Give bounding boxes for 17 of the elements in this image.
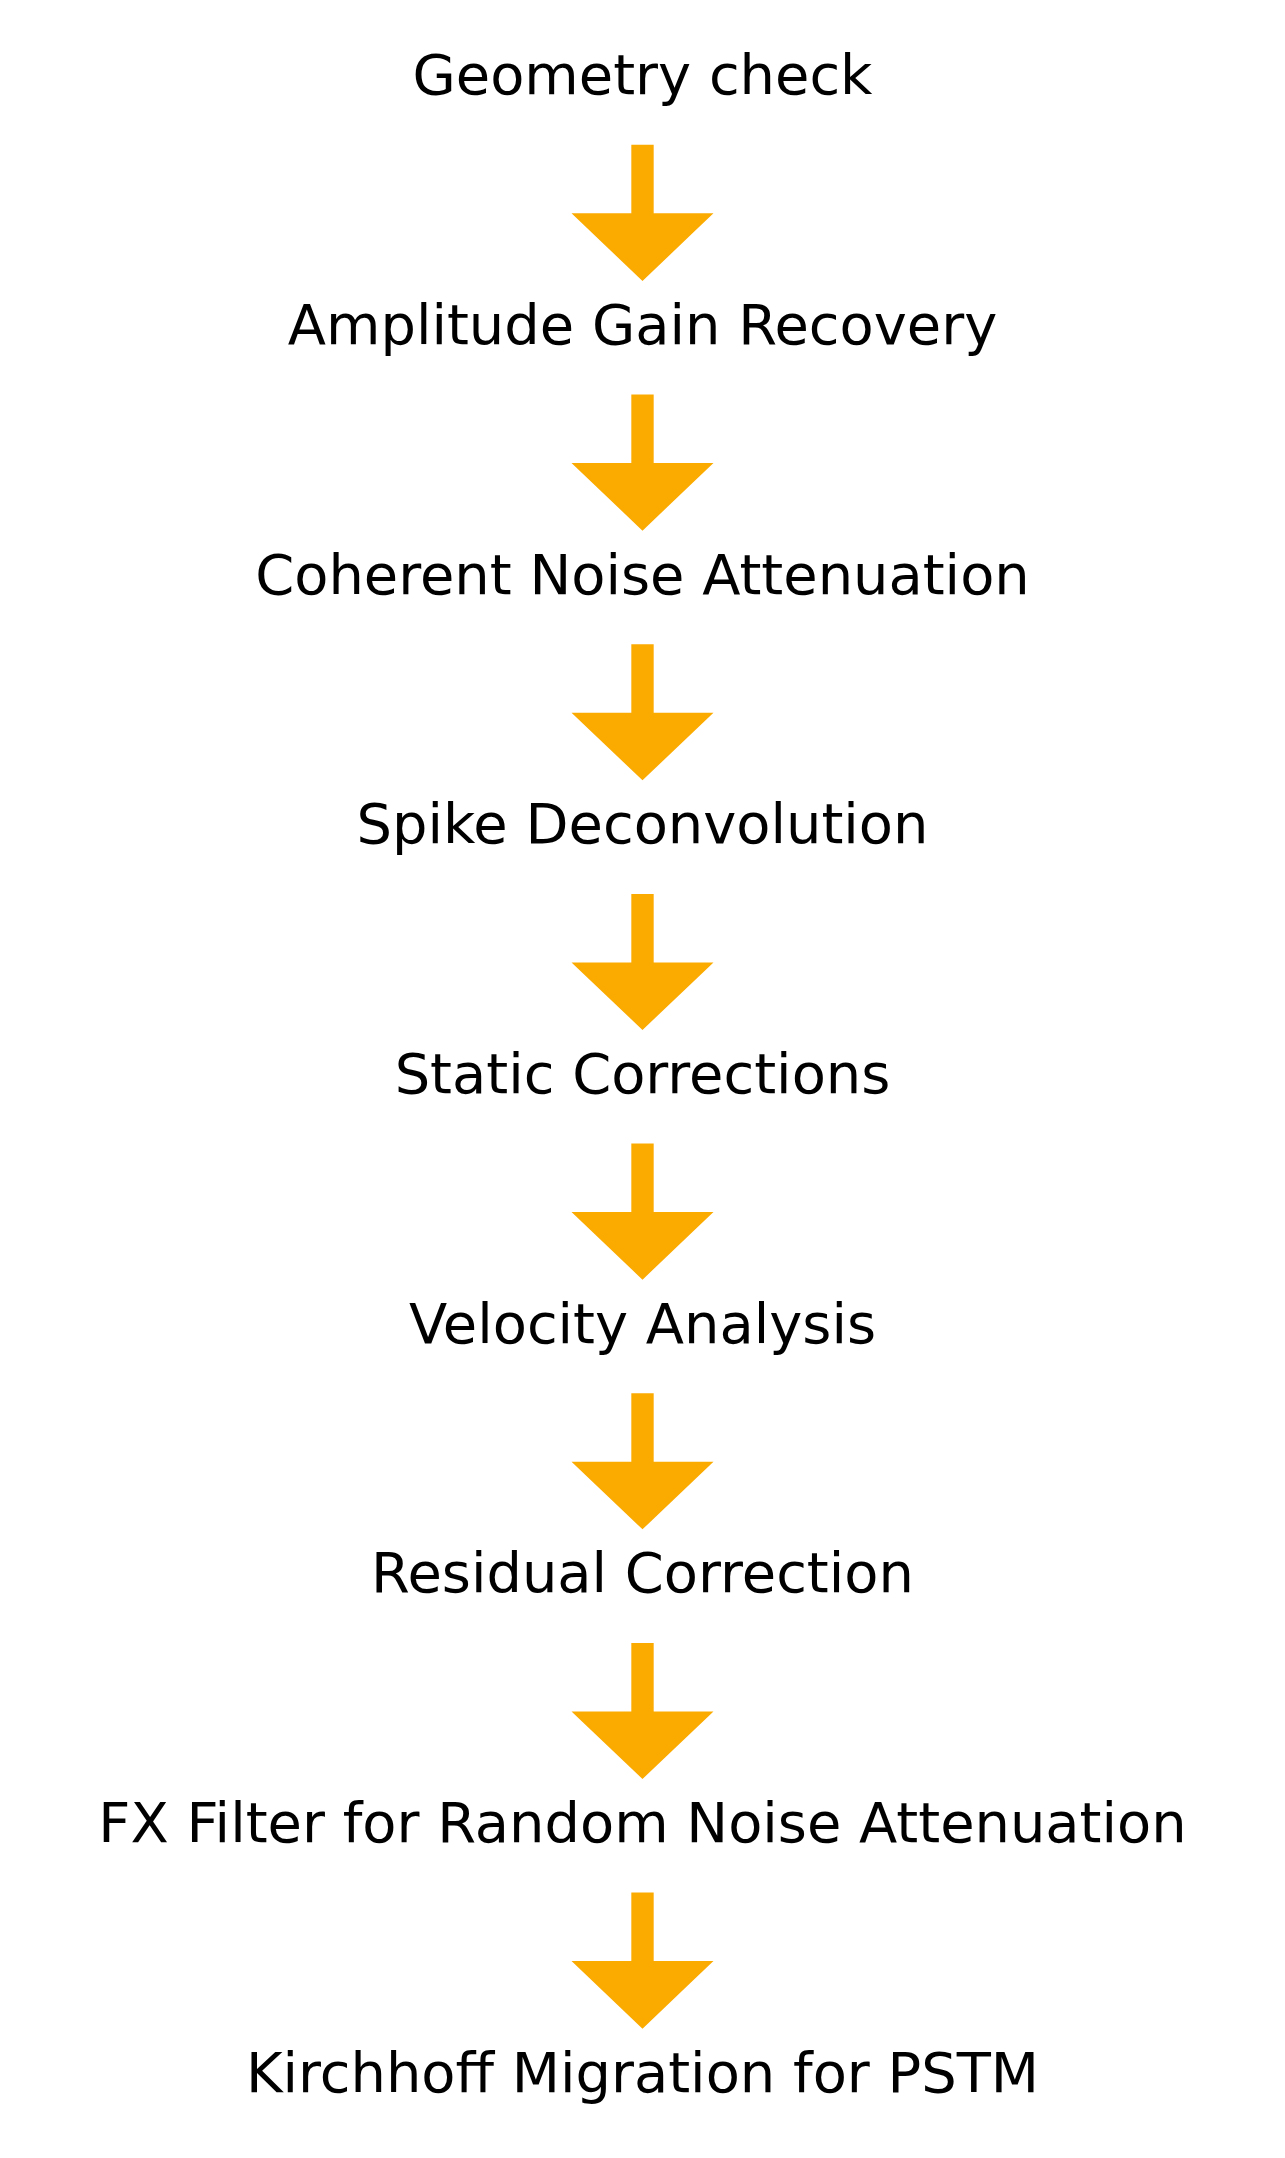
- node-text: Velocity Analysis: [408, 1290, 877, 1356]
- node-text: FX Filter for Random Noise Attenuation: [98, 1790, 1187, 1856]
- arrow: [571, 1642, 714, 1779]
- arrow: [571, 394, 714, 531]
- node-text: Spike Deconvolution: [356, 791, 929, 857]
- node-text: Residual Correction: [371, 1540, 914, 1606]
- arrow: [571, 893, 714, 1030]
- arrow: [571, 644, 714, 781]
- arrow: [571, 1143, 714, 1280]
- arrow: [571, 1393, 714, 1530]
- arrow: [571, 144, 714, 281]
- node-text: Kirchhoff Migration for PSTM: [245, 2039, 1040, 2105]
- node-text: Coherent Noise Attenuation: [255, 541, 1030, 607]
- node-text: Geometry check: [412, 42, 873, 108]
- arrow: [571, 1892, 714, 2029]
- node-text: Amplitude Gain Recovery: [287, 291, 998, 357]
- node-text: Static Corrections: [394, 1040, 891, 1106]
